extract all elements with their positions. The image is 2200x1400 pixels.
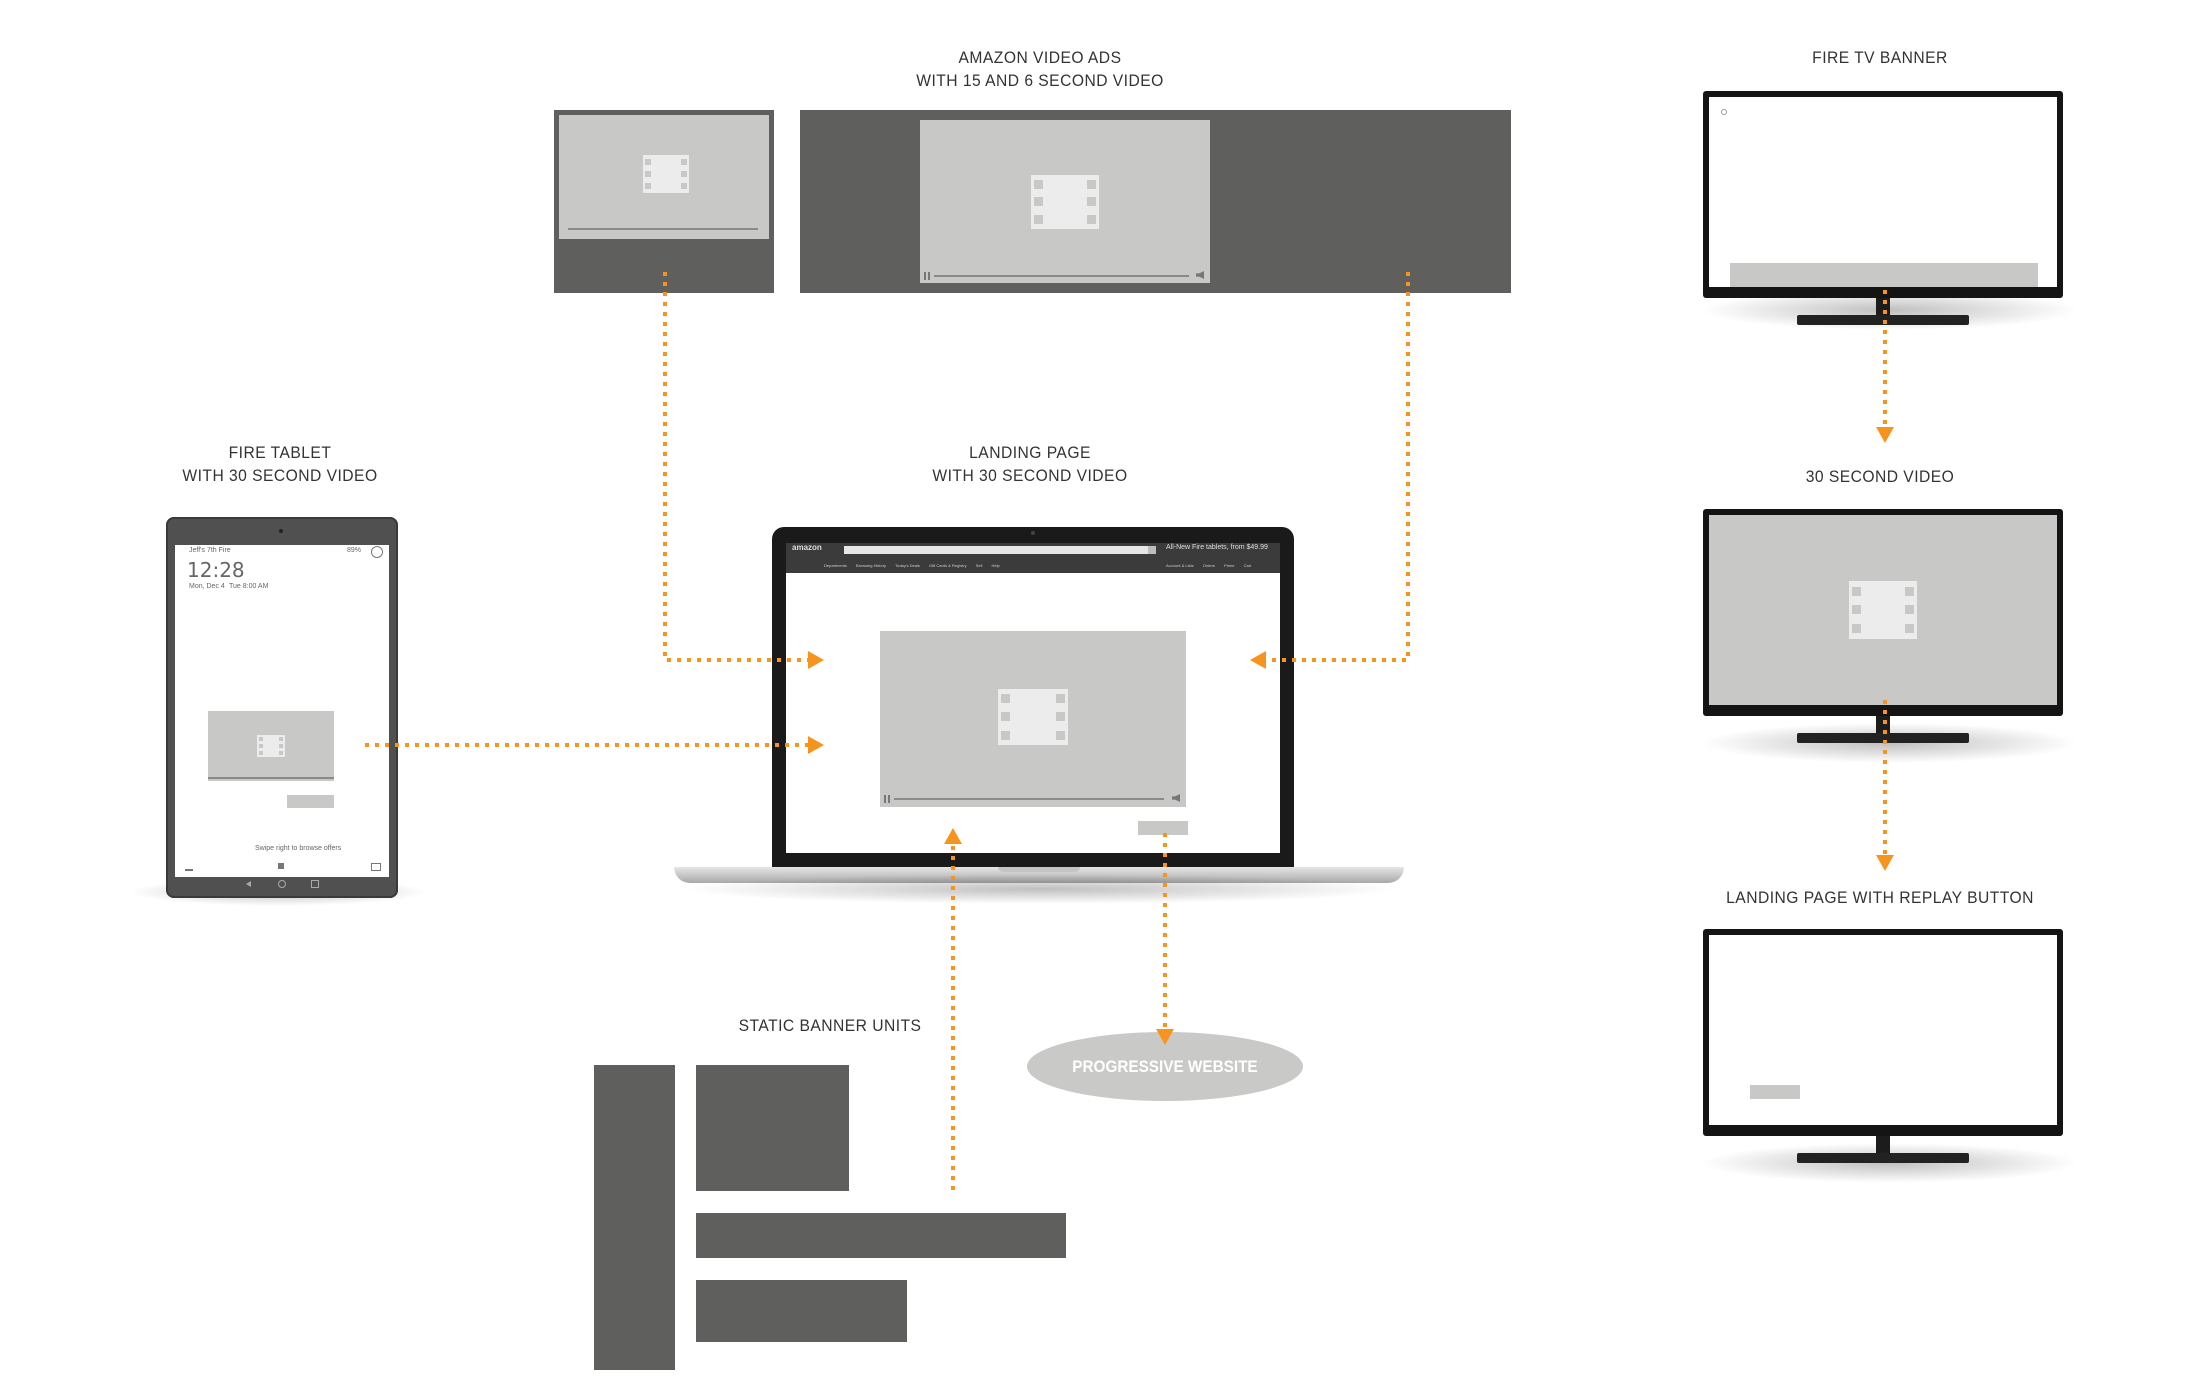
search-icon[interactable] bbox=[1148, 546, 1156, 554]
tablet-alarm: Tue 8:00 AM bbox=[229, 583, 269, 590]
volume-icon[interactable] bbox=[1172, 794, 1180, 802]
tv-power-dot bbox=[1721, 109, 1727, 115]
orders-link[interactable]: Orders bbox=[1202, 563, 1215, 568]
video-ad-small-player bbox=[559, 115, 769, 239]
arrowhead bbox=[1876, 855, 1894, 871]
tv-landing-replay bbox=[1703, 929, 2063, 1136]
tv-stand-base bbox=[1797, 733, 1969, 743]
landing-video-player[interactable] bbox=[880, 631, 1186, 807]
video-ad-wide-player bbox=[920, 120, 1210, 283]
cart-icon[interactable]: Cart bbox=[1243, 563, 1252, 568]
tv-shadow bbox=[1700, 723, 2080, 763]
video-ad-small[interactable] bbox=[554, 110, 774, 293]
arrowhead bbox=[944, 828, 962, 844]
laptop-notch bbox=[998, 867, 1080, 872]
laptop-camera bbox=[1031, 531, 1035, 535]
arrowhead bbox=[1156, 1029, 1174, 1045]
arrowhead bbox=[1250, 651, 1266, 669]
lock-icon[interactable] bbox=[278, 863, 284, 869]
account-bar: Account & Lists Orders Prime Cart bbox=[1166, 563, 1251, 568]
film-icon bbox=[998, 689, 1068, 745]
seek-bar[interactable] bbox=[894, 798, 1164, 800]
progressive-website-label: PROGRESSIVE WEBSITE bbox=[1072, 1056, 1258, 1076]
label-fire-tv-banner: FIRE TV BANNER bbox=[1812, 48, 1948, 67]
seek-bar[interactable] bbox=[934, 275, 1189, 277]
volume-icon[interactable] bbox=[1196, 271, 1204, 279]
tv-screen bbox=[1709, 935, 2057, 1125]
fire-tv-banner-bar[interactable] bbox=[1730, 263, 2038, 287]
nav-item-departments[interactable]: Departments bbox=[824, 563, 847, 568]
arrowhead bbox=[808, 736, 824, 754]
film-icon bbox=[1031, 175, 1099, 229]
tv-shadow bbox=[1700, 1143, 2080, 1183]
arrow-small-ad-to-laptop bbox=[663, 272, 812, 662]
fire-tablet: Jeff's 7th Fire 89% 12:28 Mon, Dec 4 Tue… bbox=[166, 517, 398, 898]
tv-screen bbox=[1709, 97, 2057, 287]
label-fire-tablet: FIRE TABLET WITH 30 SECOND VIDEO bbox=[182, 443, 378, 485]
tv-video-screen[interactable] bbox=[1709, 515, 2057, 705]
tv-fire-banner bbox=[1703, 91, 2063, 298]
nav-item-deals[interactable]: Today's Deals bbox=[895, 563, 920, 568]
tablet-screen: Jeff's 7th Fire 89% 12:28 Mon, Dec 4 Tue… bbox=[175, 545, 389, 877]
tablet-date: Mon, Dec 4 bbox=[189, 583, 225, 590]
promo-banner-text[interactable]: All-New Fire tablets, from $49.99 bbox=[1166, 544, 1268, 551]
label-static-banner-units: STATIC BANNER UNITS bbox=[738, 1016, 922, 1035]
user-avatar-icon[interactable] bbox=[371, 546, 383, 558]
tablet-swipe-hint: Swipe right to browse offers bbox=[255, 845, 342, 852]
label-landing-page-replay: LANDING PAGE WITH REPLAY BUTTON bbox=[1726, 888, 2034, 907]
tablet-owner: Jeff's 7th Fire bbox=[189, 547, 231, 554]
tv-30-second-video bbox=[1703, 509, 2063, 716]
nav-bar: Departments Browsing History Today's Dea… bbox=[824, 563, 1000, 568]
laptop-lid: amazon All-New Fire tablets, from $49.99… bbox=[772, 527, 1294, 867]
label-amazon-video-ads: AMAZON VIDEO ADS WITH 15 AND 6 SECOND VI… bbox=[916, 48, 1164, 90]
laptop-shadow bbox=[680, 874, 1400, 904]
prime-link[interactable]: Prime bbox=[1224, 563, 1235, 568]
arrowhead bbox=[1876, 427, 1894, 443]
nav-item-sell[interactable]: Sell bbox=[975, 563, 983, 568]
nav-item-history[interactable]: Browsing History bbox=[856, 563, 887, 568]
film-icon bbox=[1849, 581, 1917, 639]
back-icon[interactable] bbox=[246, 881, 251, 887]
film-icon bbox=[643, 155, 689, 193]
arrow-wide-ad-to-laptop bbox=[1262, 272, 1410, 662]
seek-bar[interactable] bbox=[208, 777, 334, 779]
nav-item-gift-cards[interactable]: Gift Cards & Registry bbox=[929, 563, 967, 568]
tablet-time: 12:28 bbox=[187, 558, 245, 582]
tv-stand-neck bbox=[1876, 1136, 1890, 1154]
tablet-cta-button[interactable] bbox=[287, 795, 334, 808]
label-30-second-video: 30 SECOND VIDEO bbox=[1805, 467, 1955, 486]
tablet-camera bbox=[279, 529, 283, 533]
tablet-battery: 89% bbox=[347, 547, 362, 554]
pause-icon[interactable] bbox=[924, 272, 930, 280]
pause-icon[interactable] bbox=[884, 795, 890, 803]
banner-medium-rectangle[interactable] bbox=[696, 1065, 849, 1191]
banner-leaderboard[interactable] bbox=[696, 1213, 1066, 1258]
banner-skyscraper[interactable] bbox=[594, 1065, 675, 1370]
account-lists[interactable]: Account & Lists bbox=[1166, 563, 1194, 568]
replay-button[interactable] bbox=[1750, 1085, 1800, 1099]
voice-icon[interactable] bbox=[185, 863, 193, 871]
tablet-video-player[interactable] bbox=[208, 711, 334, 781]
film-icon bbox=[257, 735, 285, 757]
search-input[interactable] bbox=[844, 546, 1148, 554]
arrowhead bbox=[808, 651, 824, 669]
label-landing-page: LANDING PAGE WITH 30 SECOND VIDEO bbox=[932, 443, 1128, 485]
amazon-header: amazon All-New Fire tablets, from $49.99… bbox=[786, 543, 1280, 573]
laptop-screen: amazon All-New Fire tablets, from $49.99… bbox=[786, 543, 1280, 853]
recents-icon[interactable] bbox=[311, 880, 319, 888]
laptop-base bbox=[674, 867, 1404, 883]
tv-stand-base bbox=[1797, 1153, 1969, 1163]
landing-cta-button[interactable] bbox=[1138, 821, 1188, 835]
home-icon[interactable] bbox=[278, 880, 286, 888]
nav-item-help[interactable]: Help bbox=[991, 563, 1000, 568]
amazon-logo[interactable]: amazon bbox=[792, 543, 822, 552]
video-ad-wide[interactable] bbox=[800, 110, 1511, 293]
seek-bar[interactable] bbox=[568, 228, 758, 230]
banner-small-rectangle[interactable] bbox=[696, 1280, 907, 1342]
camera-icon[interactable] bbox=[371, 863, 381, 871]
